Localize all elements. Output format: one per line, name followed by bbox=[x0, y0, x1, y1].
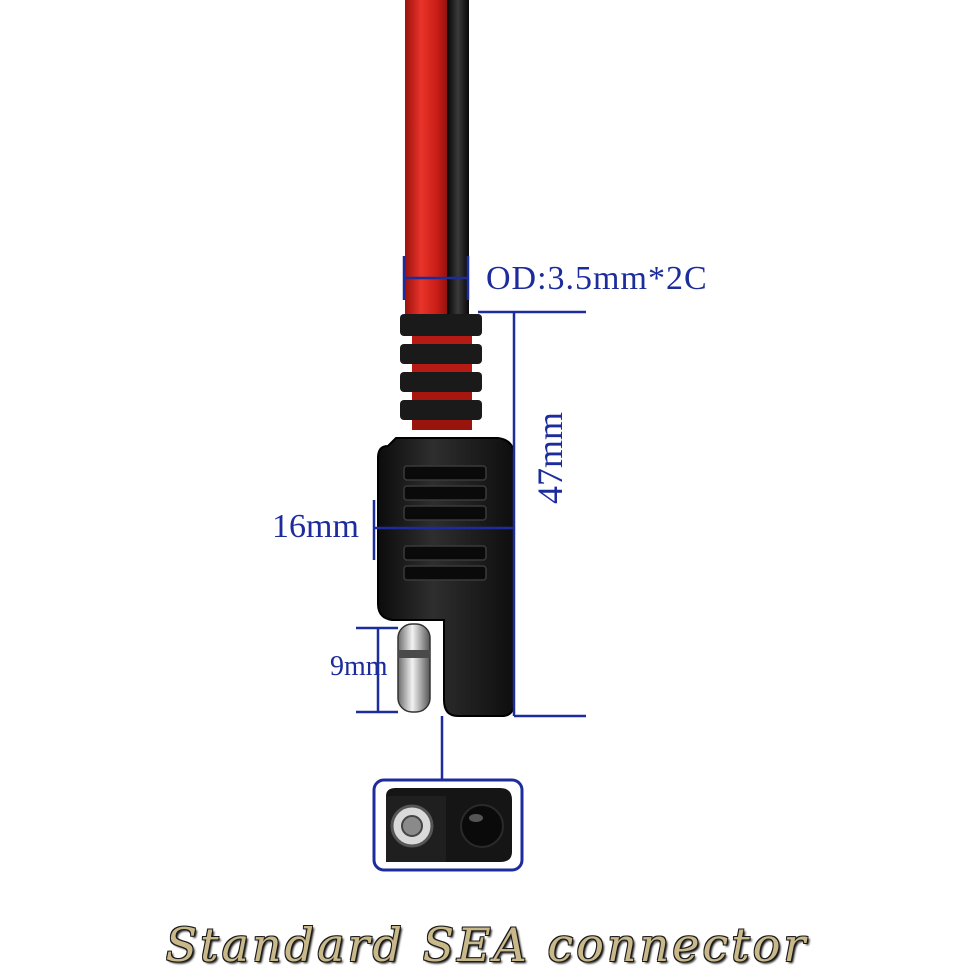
dimension-lines bbox=[356, 256, 586, 780]
caption: Standard SEA connector bbox=[165, 918, 809, 972]
pin-contact bbox=[460, 804, 504, 848]
grip-ribs bbox=[403, 465, 487, 581]
connector-body bbox=[377, 437, 515, 717]
cable bbox=[405, 0, 469, 330]
black-wire bbox=[447, 0, 469, 330]
metal-pin bbox=[397, 623, 431, 713]
pin-length-label: 9mm bbox=[330, 651, 388, 682]
red-wire bbox=[405, 0, 451, 330]
width-label: 16mm bbox=[272, 508, 359, 545]
end-view-inset bbox=[372, 778, 524, 872]
cable-od-label: OD:3.5mm*2C bbox=[486, 260, 708, 297]
length-label: 47mm bbox=[530, 411, 570, 504]
strain-relief-boot bbox=[400, 314, 482, 430]
